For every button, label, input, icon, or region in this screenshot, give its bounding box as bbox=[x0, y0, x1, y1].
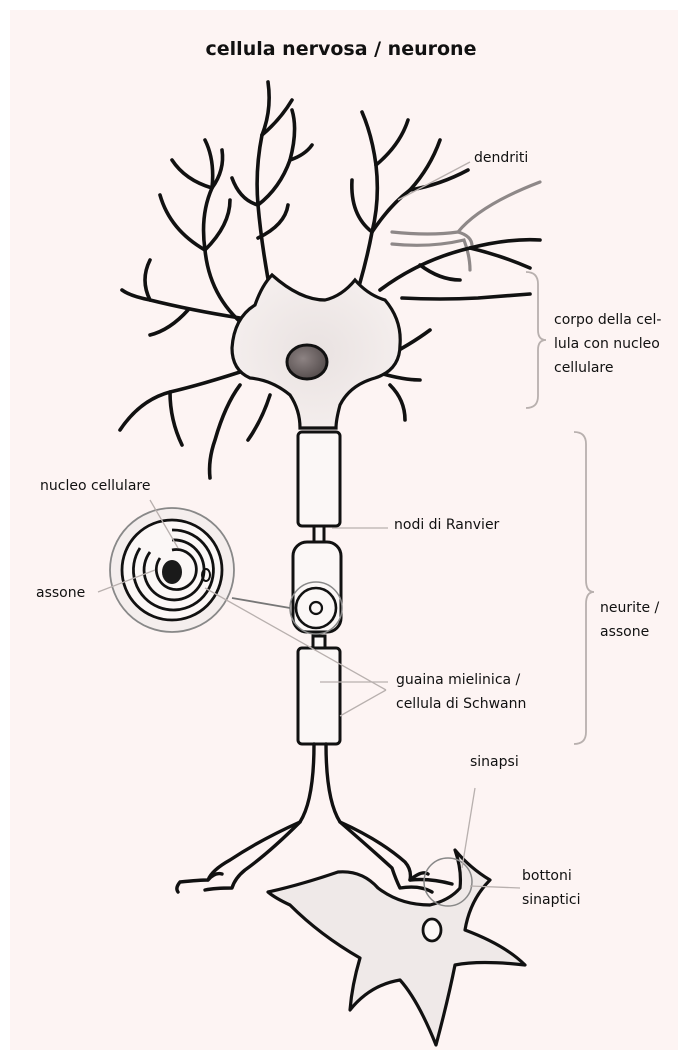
bracket-neurite bbox=[574, 432, 594, 744]
label-dendriti: dendriti bbox=[474, 148, 528, 168]
cell-nucleus bbox=[287, 345, 327, 379]
myelin-cross-section bbox=[110, 508, 290, 632]
label-nucleo-cellulare: nucleo cellulare bbox=[40, 476, 150, 496]
label-corpo-3: cellulare bbox=[554, 358, 614, 378]
label-corpo-1: corpo della cel- bbox=[554, 310, 661, 330]
label-guaina-1: guaina mielinica / bbox=[396, 670, 520, 690]
label-nodi-ranvier: nodi di Ranvier bbox=[394, 515, 499, 535]
label-neurite-2: assone bbox=[600, 622, 649, 642]
label-corpo-2: lula con nucleo bbox=[554, 334, 660, 354]
axon-terminals bbox=[177, 744, 452, 892]
postsynaptic-nucleus bbox=[423, 919, 441, 941]
label-guaina-2: cellula di Schwann bbox=[396, 694, 526, 714]
label-sinapsi: sinapsi bbox=[470, 752, 519, 772]
label-neurite-1: neurite / bbox=[600, 598, 659, 618]
label-assone: assone bbox=[36, 583, 85, 603]
label-bottoni-1: bottoni bbox=[522, 866, 572, 886]
neighbor-dendrite bbox=[392, 182, 540, 270]
label-bottoni-2: sinaptici bbox=[522, 890, 581, 910]
